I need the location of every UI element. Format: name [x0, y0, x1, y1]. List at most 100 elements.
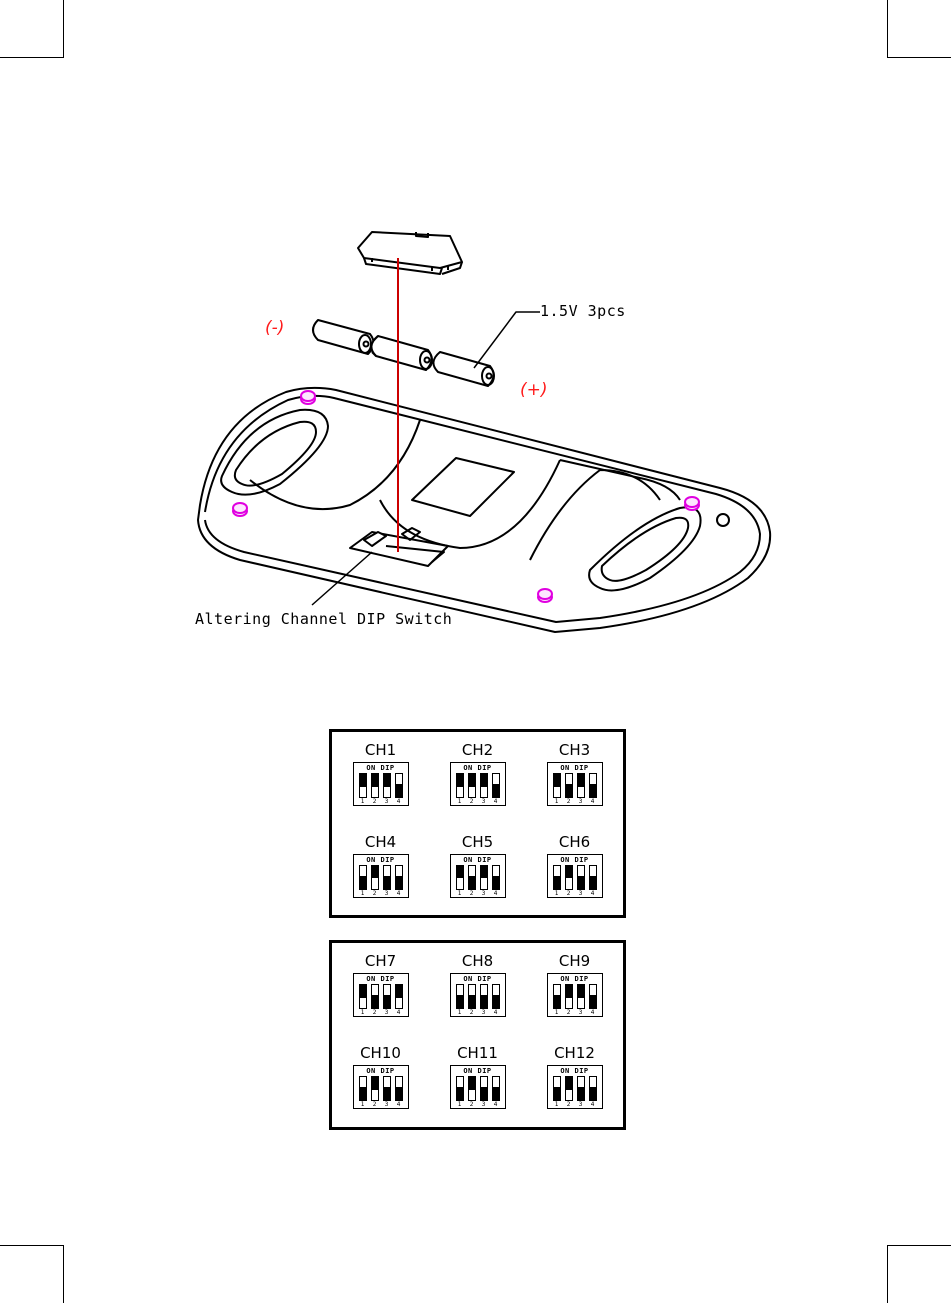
dip-number: 2 [468, 1101, 476, 1108]
keyboard-body [198, 388, 770, 632]
dip-knob [590, 1087, 596, 1100]
dip-knob [396, 784, 402, 797]
dip-switch-header: ON DIP [354, 764, 408, 772]
minus-polarity-label: (-) [265, 318, 284, 338]
dip-number: 3 [577, 890, 585, 897]
dip-number: 3 [383, 1101, 391, 1108]
dip-knob [457, 995, 463, 1008]
dip-slot [565, 773, 573, 798]
dip-slot [553, 865, 561, 890]
dip-number: 2 [565, 1101, 573, 1108]
dip-slot [383, 773, 391, 798]
dip-slot [480, 1076, 488, 1101]
dip-switch-header: ON DIP [354, 975, 408, 983]
dip-knob [481, 866, 487, 879]
dip-number: 4 [395, 1101, 403, 1108]
channel-cell: CH3ON DIP1234 [526, 732, 623, 824]
dip-slot [468, 984, 476, 1009]
dip-slot [359, 865, 367, 890]
battery-right [433, 352, 494, 386]
channel-cell: CH8ON DIP1234 [429, 943, 526, 1035]
dip-knob [566, 1077, 572, 1090]
crop-mark-bottom-right [887, 1245, 951, 1303]
dip-knob [578, 774, 584, 787]
dip-number: 4 [492, 1101, 500, 1108]
dip-slot [577, 1076, 585, 1101]
screw-top-left [301, 391, 315, 404]
dip-number: 3 [577, 1009, 585, 1016]
dip-number: 3 [480, 1101, 488, 1108]
screw-bottom [538, 589, 552, 602]
dip-switch-header: ON DIP [354, 856, 408, 864]
channel-label: CH1 [365, 740, 396, 760]
dip-number: 1 [359, 890, 367, 897]
channel-label: CH10 [360, 1043, 401, 1063]
plus-polarity-label: (+) [520, 380, 548, 400]
dip-slot [589, 865, 597, 890]
dip-number: 3 [480, 798, 488, 805]
dip-number: 4 [492, 1009, 500, 1016]
dip-slot [577, 773, 585, 798]
dip-slot [371, 984, 379, 1009]
dip-number: 4 [395, 1009, 403, 1016]
channel-label: CH6 [559, 832, 590, 852]
dip-knob [554, 995, 560, 1008]
dip-slot [456, 773, 464, 798]
battery-middle [371, 336, 432, 370]
dip-number: 2 [565, 890, 573, 897]
dip-slot [395, 773, 403, 798]
dip-switch: ON DIP1234 [353, 1065, 409, 1109]
dip-knob [469, 1077, 475, 1090]
dip-slot [480, 773, 488, 798]
channel-label: CH9 [559, 951, 590, 971]
dip-number: 1 [359, 798, 367, 805]
channel-cell: CH9ON DIP1234 [526, 943, 623, 1035]
dip-knob [469, 995, 475, 1008]
dip-number: 2 [468, 890, 476, 897]
dip-knob [493, 995, 499, 1008]
dip-number: 2 [468, 1009, 476, 1016]
dip-knob [372, 866, 378, 879]
dip-number: 1 [359, 1101, 367, 1108]
dip-slot [589, 984, 597, 1009]
dip-slot [565, 984, 573, 1009]
dip-slot [468, 865, 476, 890]
battery-label: 1.5V 3pcs [540, 302, 626, 320]
dip-number: 3 [383, 1009, 391, 1016]
screw-right [685, 497, 699, 510]
dip-slot [383, 984, 391, 1009]
dip-knob [578, 985, 584, 998]
dip-knob [457, 866, 463, 879]
dip-slot [492, 865, 500, 890]
dip-number: 2 [565, 1009, 573, 1016]
dip-number: 4 [589, 890, 597, 897]
dip-slot [371, 865, 379, 890]
dip-switch-header: ON DIP [548, 856, 602, 864]
dip-number: 1 [553, 798, 561, 805]
dip-slot [468, 1076, 476, 1101]
dip-knob [554, 876, 560, 889]
dip-knob [481, 1087, 487, 1100]
battery-left [313, 320, 374, 354]
dip-slot [553, 1076, 561, 1101]
screw-left [233, 503, 247, 516]
channel-label: CH8 [462, 951, 493, 971]
battery-cover [358, 232, 462, 274]
dip-knob [578, 1087, 584, 1100]
dip-slot [492, 773, 500, 798]
dip-knob [590, 995, 596, 1008]
dip-number: 4 [492, 798, 500, 805]
dip-knob [493, 784, 499, 797]
dip-knob [384, 774, 390, 787]
dip-knob [360, 985, 366, 998]
dip-slot [359, 984, 367, 1009]
dip-slot [577, 984, 585, 1009]
dip-switch-header: ON DIP [451, 764, 505, 772]
dip-knob [566, 866, 572, 879]
